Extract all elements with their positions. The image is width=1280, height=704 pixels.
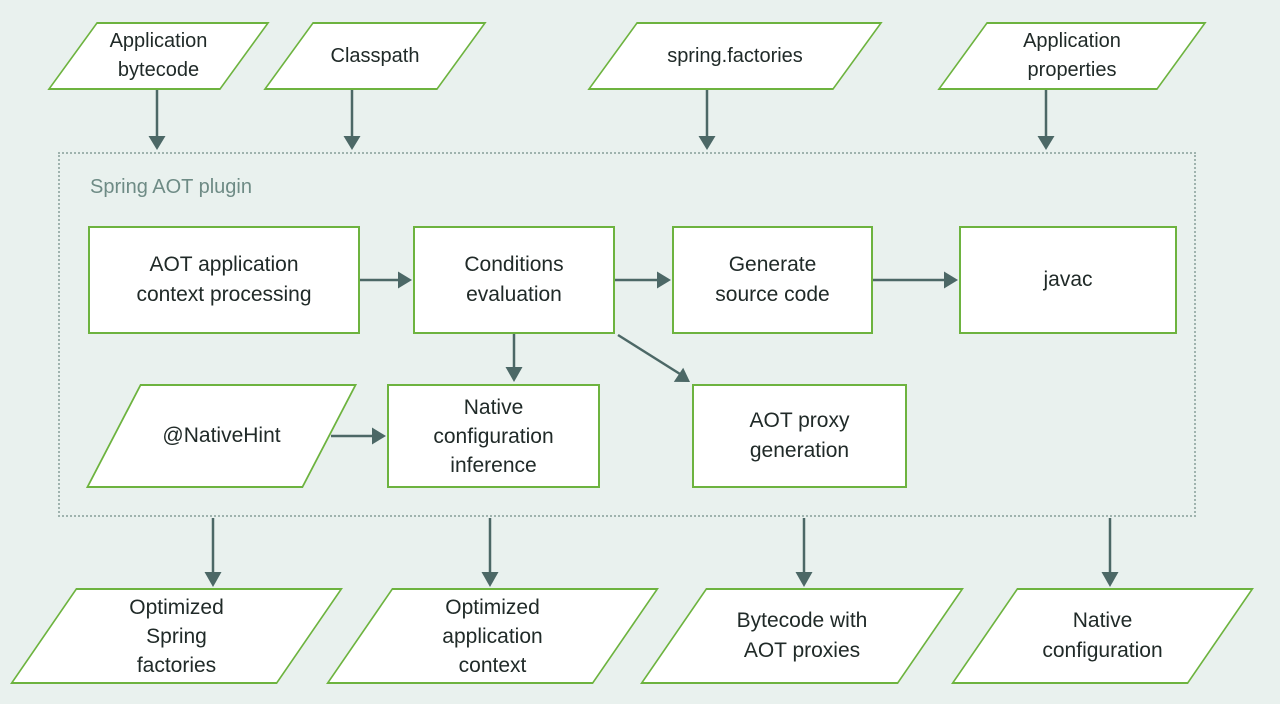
node-label: Generate source code — [715, 253, 830, 306]
arrow-application-bytecode-to-plugin — [148, 90, 166, 150]
node-label: Native configuration — [1042, 609, 1163, 662]
node-label: Native configuration inference — [433, 395, 554, 477]
node-aot-application-context-processing: AOT application context processing — [88, 226, 360, 334]
node-label: Classpath — [330, 44, 420, 67]
node-label: Bytecode with AOT proxies — [736, 609, 868, 662]
arrow-classpath-to-plugin — [343, 90, 361, 150]
arrow-plugin-to-optimized-application-context — [481, 518, 499, 587]
arrow-plugin-to-native-configuration — [1101, 518, 1119, 587]
node-bytecode-with-aot-proxies: Bytecode with AOT proxies — [640, 588, 964, 684]
node-application-bytecode: Application bytecode — [47, 22, 270, 90]
arrow-plugin-to-bytecode-with-aot-proxies — [795, 518, 813, 587]
node-aot-proxy-generation: AOT proxy generation — [692, 384, 907, 488]
node-native-configuration-inference: Native configuration inference — [387, 384, 600, 488]
node-spring-factories: spring.factories — [587, 22, 883, 90]
node-classpath: Classpath — [263, 22, 487, 90]
node-native-hint: @NativeHint — [85, 384, 358, 488]
node-label: @NativeHint — [162, 424, 281, 447]
node-generate-source-code: Generate source code — [672, 226, 873, 334]
node-label: spring.factories — [667, 44, 803, 67]
node-label: AOT proxy generation — [749, 409, 850, 462]
node-conditions-evaluation: Conditions evaluation — [413, 226, 615, 334]
node-label: Optimized Spring factories — [129, 595, 224, 677]
node-label: javac — [1043, 268, 1093, 291]
spring-aot-plugin-container: Spring AOT plugin — [58, 152, 1196, 517]
node-label: Optimized application context — [442, 595, 543, 677]
arrow-plugin-to-optimized-spring-factories — [204, 518, 222, 587]
arrow-spring-factories-to-plugin — [698, 90, 716, 150]
node-native-configuration: Native configuration — [951, 588, 1254, 684]
node-label: AOT application context processing — [136, 253, 312, 306]
node-label: Application bytecode — [109, 30, 208, 81]
node-label: Conditions evaluation — [464, 253, 564, 306]
plugin-title: Spring AOT plugin — [90, 176, 252, 198]
node-application-properties: Application properties — [937, 22, 1207, 90]
arrow-application-properties-to-plugin — [1037, 90, 1055, 150]
node-javac: javac — [959, 226, 1177, 334]
node-optimized-spring-factories: Optimized Spring factories — [10, 588, 343, 684]
node-optimized-application-context: Optimized application context — [326, 588, 659, 684]
node-label: Application properties — [1023, 30, 1121, 81]
